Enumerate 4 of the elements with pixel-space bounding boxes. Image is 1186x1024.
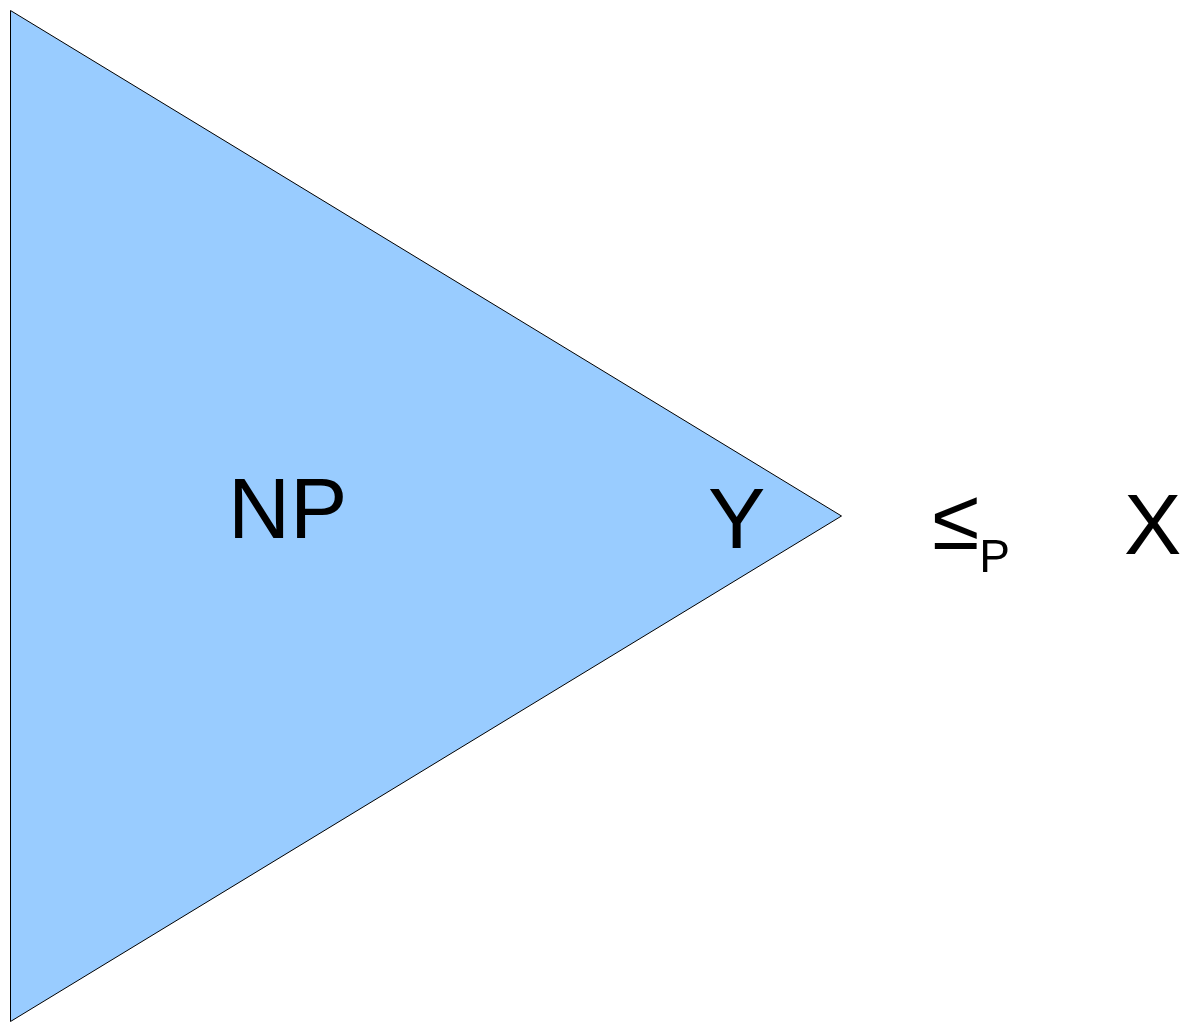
problem-label: X bbox=[1124, 481, 1182, 567]
region-label: NP bbox=[228, 465, 348, 551]
problem-label: Y bbox=[708, 475, 766, 561]
reduction-symbol: ≤$_{P}$ bbox=[932, 476, 1010, 579]
